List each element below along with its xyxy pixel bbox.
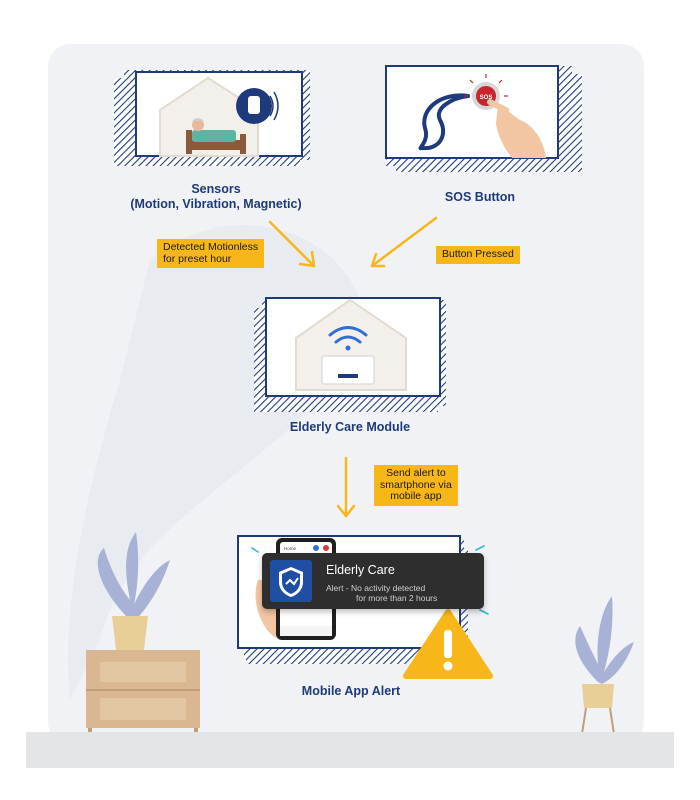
module-label: Elderly Care Module <box>289 420 411 434</box>
notification-line1: Alert - No activity detected <box>326 583 426 593</box>
push-notification[interactable]: Elderly Care Alert - No activity detecte… <box>262 553 484 609</box>
warning-icon <box>403 609 493 679</box>
module-frame <box>254 297 446 412</box>
sos-lanyard <box>418 93 470 151</box>
arrow-sos-to-module <box>370 216 438 268</box>
plant-right-icon <box>575 596 634 735</box>
motionless-tag: Detected Motionless for preset hour <box>157 239 265 268</box>
arrow-module-to-mobile <box>336 456 356 518</box>
sos-button-text: SOS <box>480 95 493 101</box>
floor <box>26 732 674 768</box>
app-logo-icon <box>270 560 312 602</box>
sensors-label: Sensors (Motion, Vibration, Magnetic) <box>130 182 302 211</box>
wifi-icon <box>328 326 368 344</box>
sensors-frame <box>114 70 310 166</box>
send-alert-tag: Send alert to smartphone via mobile app <box>374 465 458 506</box>
mobile-label: Mobile App Alert <box>301 684 401 698</box>
arrow-sensors-to-module <box>268 220 316 268</box>
plant-left-icon <box>97 532 170 650</box>
sos-label: SOS Button <box>444 190 516 204</box>
cabinet <box>86 650 200 734</box>
notification-title: Elderly Care <box>326 563 395 577</box>
svg-text:Home: Home <box>284 546 297 551</box>
sos-frame: SOS <box>385 65 582 172</box>
button-pressed-tag: Button Pressed <box>436 246 520 264</box>
notification-line2: for more than 2 hours <box>356 593 438 603</box>
hand-icon <box>496 104 546 158</box>
care-module-device <box>321 355 375 385</box>
